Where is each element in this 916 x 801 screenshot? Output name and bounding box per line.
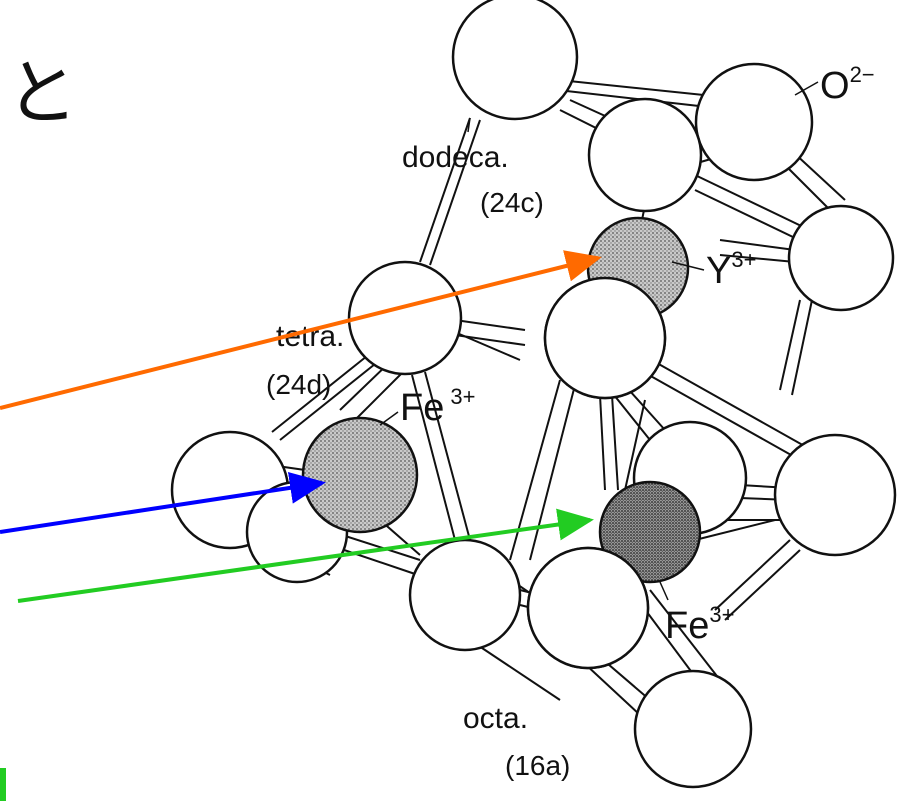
oxygen-label: O2− [820,62,875,107]
iron-atom-octa [598,480,702,584]
dodeca-site-label: dodeca. [402,141,509,174]
oxygen-atom [633,669,753,789]
oxygen-atom [543,276,667,400]
tetra-wyckoff-label: (24d) [266,369,331,400]
oxygen-atom [347,260,463,376]
oxygen-atom [694,62,814,182]
octa-site-label: octa. [463,702,528,735]
dodeca-wyckoff-label: (24c) [480,187,544,218]
iron-atom-tetra [301,416,419,534]
oxygen-atom [526,546,650,670]
green-arrow [17,508,594,603]
orange-arrow [0,250,602,410]
oxygen-atom [587,97,703,213]
blue-arrow [0,471,326,534]
partial-heading-text: と [6,51,78,135]
cation-atoms [301,216,702,584]
iron-octa-label: Fe3+ [665,602,734,647]
partial-green-box [0,768,6,801]
oxygen-atom [787,204,895,312]
octa-wyckoff-label: (16a) [505,750,570,781]
oxygen-atom [451,0,579,121]
oxygen-atom [773,433,897,557]
oxygen-atom [408,538,522,652]
yttrium-label: Y3+ [706,247,756,292]
